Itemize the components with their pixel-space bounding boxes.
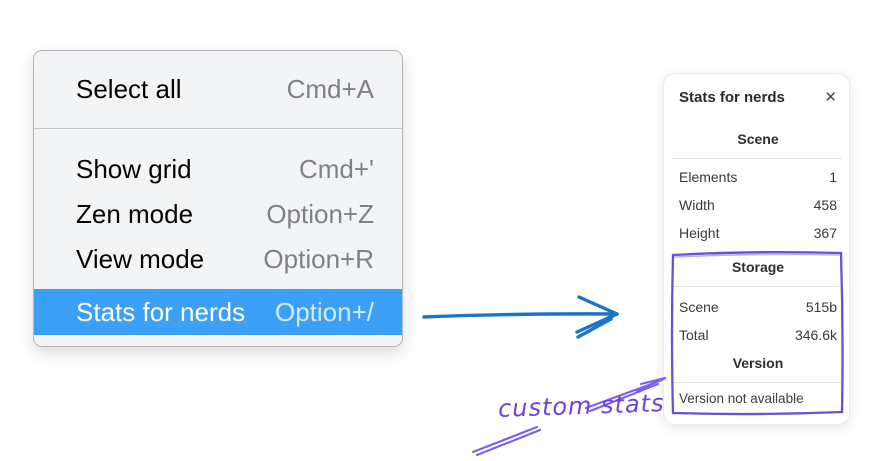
menu-item-stats-for-nerds[interactable]: Stats for nerds Option+/ xyxy=(34,289,402,335)
close-icon[interactable]: ✕ xyxy=(824,88,837,106)
stat-row-height: Height 367 xyxy=(679,219,837,247)
stat-label: Scene xyxy=(679,299,719,315)
stat-row-elements: Elements 1 xyxy=(679,163,837,191)
stat-row-width: Width 458 xyxy=(679,191,837,219)
menu-item-shortcut: Option+/ xyxy=(274,296,374,327)
stat-value: 458 xyxy=(813,197,837,213)
scene-rows: Elements 1 Width 458 Height 367 xyxy=(679,163,837,247)
menu-item-shortcut: Option+Z xyxy=(266,199,374,229)
menu-item-select-all[interactable]: Select all Cmd+A xyxy=(34,51,402,128)
stat-value: 367 xyxy=(813,225,837,241)
storage-rows: Scene 515b Total 346.6k xyxy=(679,293,837,349)
menu-item-label: Zen mode xyxy=(76,199,194,229)
stat-row-total-size: Total 346.6k xyxy=(679,321,837,349)
section-heading-scene: Scene xyxy=(737,131,779,147)
section-divider xyxy=(671,286,842,287)
pointer-arrow xyxy=(422,295,619,339)
annotation-label: custom stats xyxy=(497,389,665,423)
section-heading-version: Version xyxy=(732,355,784,371)
stat-value: 346.6k xyxy=(794,327,837,343)
section-heading-storage: Storage xyxy=(731,259,785,275)
menu-item-shortcut: Cmd+' xyxy=(298,154,374,184)
menu-item-shortcut: Option+R xyxy=(263,244,374,274)
menu-group: Show grid Cmd+' Zen mode Option+Z View m… xyxy=(34,129,402,335)
version-note: Version not available xyxy=(679,390,804,406)
stat-label: Height xyxy=(679,225,720,241)
section-divider xyxy=(671,158,842,159)
menu-item-label: Select all xyxy=(76,74,182,104)
stat-label: Width xyxy=(679,197,715,213)
stats-panel: Stats for nerds ✕ Scene Elements 1 Width… xyxy=(663,73,850,425)
menu-item-label: View mode xyxy=(76,244,205,274)
stats-panel-title: Stats for nerds xyxy=(679,88,785,106)
stats-panel-header: Stats for nerds ✕ xyxy=(679,87,837,107)
menu-item-zen-mode[interactable]: Zen mode Option+Z xyxy=(34,192,402,237)
stat-label: Total xyxy=(679,327,709,343)
menu-item-view-mode[interactable]: View mode Option+R xyxy=(34,237,402,282)
stat-value: 1 xyxy=(829,169,837,185)
menu-item-label: Stats for nerds xyxy=(76,296,246,327)
context-menu: Select all Cmd+A Show grid Cmd+' Zen mod… xyxy=(33,50,403,347)
menu-item-show-grid[interactable]: Show grid Cmd+' xyxy=(34,147,402,192)
stat-value: 515b xyxy=(805,299,837,315)
menu-item-shortcut: Cmd+A xyxy=(286,74,374,104)
menu-divider xyxy=(34,128,402,129)
stat-label: Elements xyxy=(679,169,738,185)
menu-item-label: Show grid xyxy=(76,154,192,184)
stat-row-scene-size: Scene 515b xyxy=(679,293,837,321)
